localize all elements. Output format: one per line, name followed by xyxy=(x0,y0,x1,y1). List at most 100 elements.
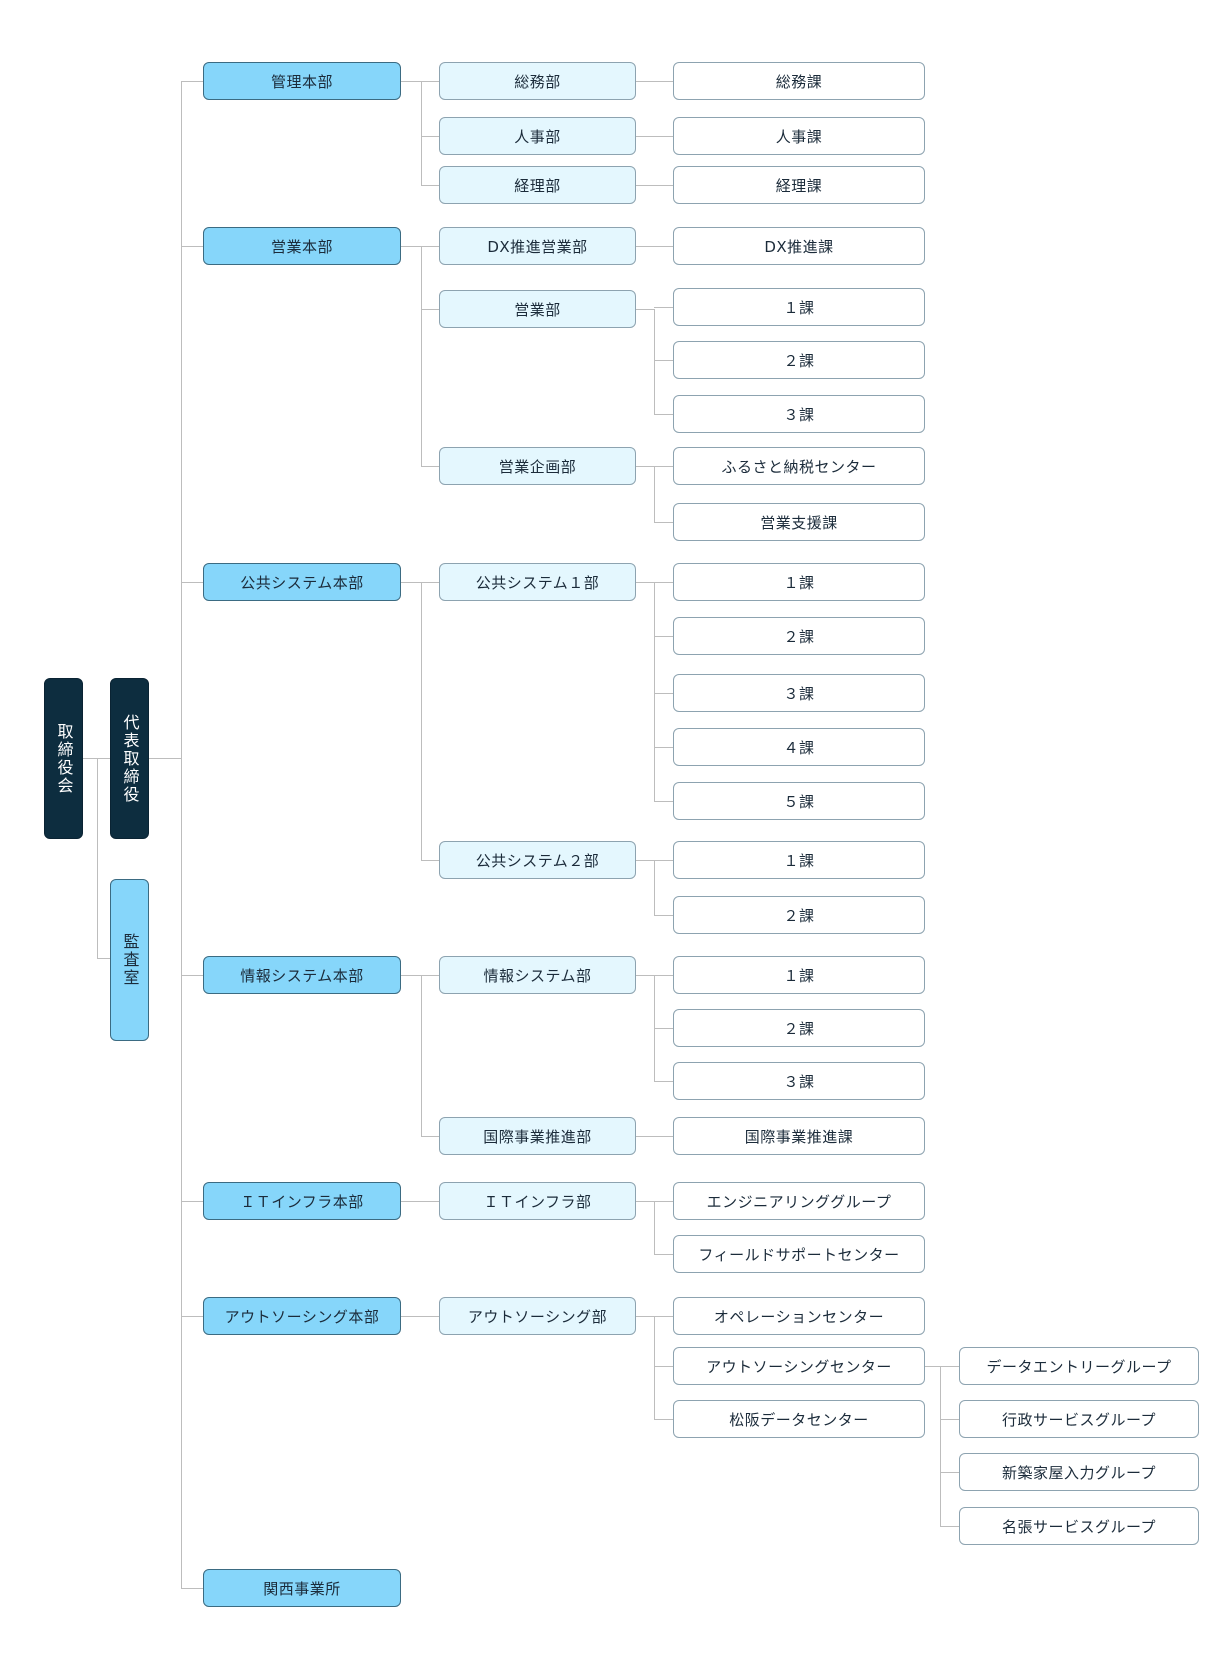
department-connector xyxy=(636,466,654,467)
group-branch xyxy=(940,1419,959,1420)
division-branch xyxy=(401,81,421,82)
section-branch xyxy=(654,246,673,247)
division-branch xyxy=(401,1201,421,1202)
department-node[interactable]: DX推進営業部 xyxy=(439,227,636,265)
department-vertical xyxy=(654,1201,655,1255)
section-node[interactable]: エンジニアリンググループ xyxy=(673,1182,925,1220)
section-branch xyxy=(654,81,673,82)
division-node[interactable]: 情報システム本部 xyxy=(203,956,401,994)
division-node[interactable]: 公共システム本部 xyxy=(203,563,401,601)
spine-branch xyxy=(181,246,203,247)
board-president-connector xyxy=(83,758,110,759)
department-node[interactable]: 人事部 xyxy=(439,117,636,155)
department-connector xyxy=(636,81,654,82)
division-branch xyxy=(401,246,421,247)
section-branch xyxy=(654,185,673,186)
section-node[interactable]: ２課 xyxy=(673,341,925,379)
board-node[interactable]: 取締役会 xyxy=(44,678,83,839)
department-connector xyxy=(636,246,654,247)
department-node[interactable]: 経理部 xyxy=(439,166,636,204)
section-branch xyxy=(654,1201,673,1202)
section-node[interactable]: アウトソーシングセンター xyxy=(673,1347,925,1385)
section-node[interactable]: ４課 xyxy=(673,728,925,766)
department-vertical xyxy=(654,466,655,523)
section-branch xyxy=(654,1366,673,1367)
section-node[interactable]: 営業支援課 xyxy=(673,503,925,541)
section-node[interactable]: 国際事業推進課 xyxy=(673,1117,925,1155)
division-branch xyxy=(401,582,421,583)
department-branch xyxy=(421,975,439,976)
division-vertical xyxy=(421,582,422,861)
department-node[interactable]: 情報システム部 xyxy=(439,956,636,994)
section-node[interactable]: １課 xyxy=(673,841,925,879)
president-node[interactable]: 代表取締役 xyxy=(110,678,149,839)
group-node[interactable]: 新築家屋入力グループ xyxy=(959,1453,1199,1491)
division-branch xyxy=(401,1316,421,1317)
section-node[interactable]: 人事課 xyxy=(673,117,925,155)
department-connector xyxy=(636,582,654,583)
division-vertical xyxy=(421,246,422,467)
section-node[interactable]: 経理課 xyxy=(673,166,925,204)
department-node[interactable]: 営業部 xyxy=(439,290,636,328)
group-node[interactable]: 名張サービスグループ xyxy=(959,1507,1199,1545)
section-node[interactable]: ふるさと納税センター xyxy=(673,447,925,485)
section-node[interactable]: 松阪データセンター xyxy=(673,1400,925,1438)
division-node[interactable]: 営業本部 xyxy=(203,227,401,265)
section-branch xyxy=(654,1254,673,1255)
audit-connector-vertical xyxy=(97,758,98,959)
department-node[interactable]: 国際事業推進部 xyxy=(439,1117,636,1155)
section-node[interactable]: ２課 xyxy=(673,896,925,934)
division-node[interactable]: アウトソーシング本部 xyxy=(203,1297,401,1335)
department-node[interactable]: 公共システム１部 xyxy=(439,563,636,601)
section-branch xyxy=(654,1081,673,1082)
group-branch xyxy=(940,1366,959,1367)
section-node[interactable]: １課 xyxy=(673,288,925,326)
section-node[interactable]: DX推進課 xyxy=(673,227,925,265)
section-vertical xyxy=(940,1366,941,1527)
president-spine-connector xyxy=(149,758,181,759)
spine-branch xyxy=(181,1316,203,1317)
section-node[interactable]: オペレーションセンター xyxy=(673,1297,925,1335)
section-node[interactable]: ３課 xyxy=(673,395,925,433)
section-node[interactable]: １課 xyxy=(673,956,925,994)
section-connector xyxy=(925,1366,940,1367)
section-node[interactable]: フィールドサポートセンター xyxy=(673,1235,925,1273)
group-node[interactable]: 行政サービスグループ xyxy=(959,1400,1199,1438)
section-node[interactable]: ５課 xyxy=(673,782,925,820)
section-node[interactable]: 総務課 xyxy=(673,62,925,100)
department-branch xyxy=(421,185,439,186)
section-branch xyxy=(654,466,673,467)
department-branch xyxy=(421,1201,439,1202)
division-node[interactable]: 関西事業所 xyxy=(203,1569,401,1607)
section-branch xyxy=(654,1419,673,1420)
department-vertical xyxy=(654,309,655,415)
section-node[interactable]: ３課 xyxy=(673,1062,925,1100)
department-branch xyxy=(421,860,439,861)
section-branch xyxy=(654,693,673,694)
section-node[interactable]: ２課 xyxy=(673,1009,925,1047)
section-node[interactable]: ３課 xyxy=(673,674,925,712)
main-spine xyxy=(181,81,182,1588)
audit-office-node[interactable]: 監査室 xyxy=(110,879,149,1041)
department-node[interactable]: 営業企画部 xyxy=(439,447,636,485)
department-vertical xyxy=(654,860,655,916)
section-node[interactable]: １課 xyxy=(673,563,925,601)
department-branch xyxy=(421,246,439,247)
section-node[interactable]: ２課 xyxy=(673,617,925,655)
department-node[interactable]: 総務部 xyxy=(439,62,636,100)
section-branch xyxy=(654,860,673,861)
division-vertical xyxy=(421,975,422,1137)
department-node[interactable]: アウトソーシング部 xyxy=(439,1297,636,1335)
section-branch xyxy=(654,1316,673,1317)
department-node[interactable]: ＩＴインフラ部 xyxy=(439,1182,636,1220)
department-branch xyxy=(421,466,439,467)
section-branch xyxy=(654,136,673,137)
department-connector xyxy=(636,975,654,976)
department-branch xyxy=(421,1136,439,1137)
spine-branch xyxy=(181,582,203,583)
department-node[interactable]: 公共システム２部 xyxy=(439,841,636,879)
division-node[interactable]: 管理本部 xyxy=(203,62,401,100)
division-node[interactable]: ＩＴインフラ本部 xyxy=(203,1182,401,1220)
group-node[interactable]: データエントリーグループ xyxy=(959,1347,1199,1385)
